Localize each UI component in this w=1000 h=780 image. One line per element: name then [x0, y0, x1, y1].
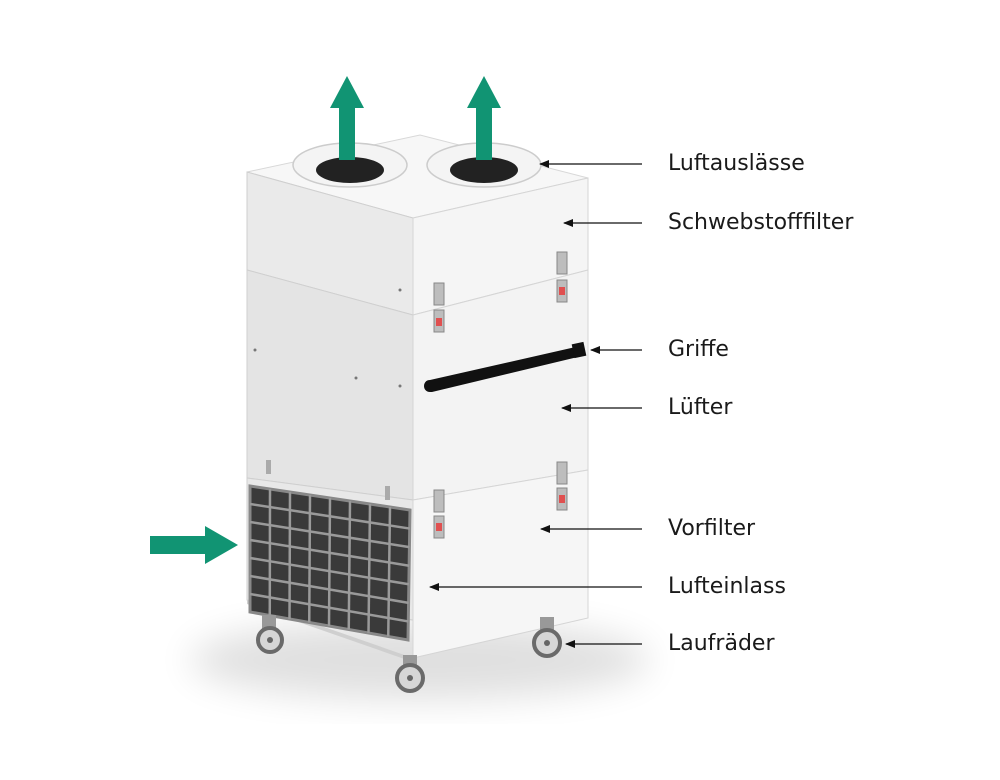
- latches: [433, 251, 568, 539]
- airflow-out-icon: [330, 76, 501, 160]
- grille-bar: [249, 502, 410, 530]
- grille-bar: [249, 520, 410, 549]
- label-fan: Lüfter: [668, 395, 733, 420]
- label-prefilter: Vorfilter: [668, 516, 756, 541]
- grille-bar: [367, 503, 372, 634]
- air-outlets: [292, 142, 542, 188]
- label-handles: Griffe: [668, 337, 729, 362]
- purifier-housing: [246, 134, 589, 662]
- casters: [256, 615, 562, 693]
- label-air-outlets: Luftauslässe: [668, 151, 805, 176]
- grille-bar: [347, 500, 352, 630]
- latch: [433, 489, 445, 539]
- grille-bar: [327, 497, 332, 627]
- grille-bar: [249, 574, 409, 605]
- caster: [532, 617, 562, 658]
- grille-bar: [249, 538, 410, 567]
- leader-lines: [429, 160, 642, 648]
- side-latch: [385, 486, 390, 500]
- latch: [433, 282, 445, 333]
- caster: [395, 655, 425, 693]
- inlet-grille: [248, 484, 412, 642]
- label-air-inlet: Lufteinlass: [668, 574, 786, 599]
- grille-bar: [288, 491, 292, 620]
- grille-bar: [249, 556, 410, 586]
- latch: [556, 461, 568, 511]
- grille-bar: [308, 494, 312, 623]
- screw: [398, 288, 402, 292]
- latch: [556, 251, 568, 303]
- label-casters: Laufräder: [668, 631, 775, 656]
- screw: [354, 376, 358, 380]
- airflow-in-icon: [150, 526, 238, 564]
- label-hepa-filter: Schwebstofffilter: [668, 210, 854, 235]
- grille-bar: [387, 506, 392, 637]
- caster: [256, 615, 284, 654]
- handle: [424, 341, 587, 392]
- side-latch: [266, 460, 271, 474]
- grille-bar: [249, 592, 409, 623]
- prefilter-module-front: [412, 469, 589, 659]
- screw: [253, 348, 257, 352]
- screw: [398, 384, 402, 388]
